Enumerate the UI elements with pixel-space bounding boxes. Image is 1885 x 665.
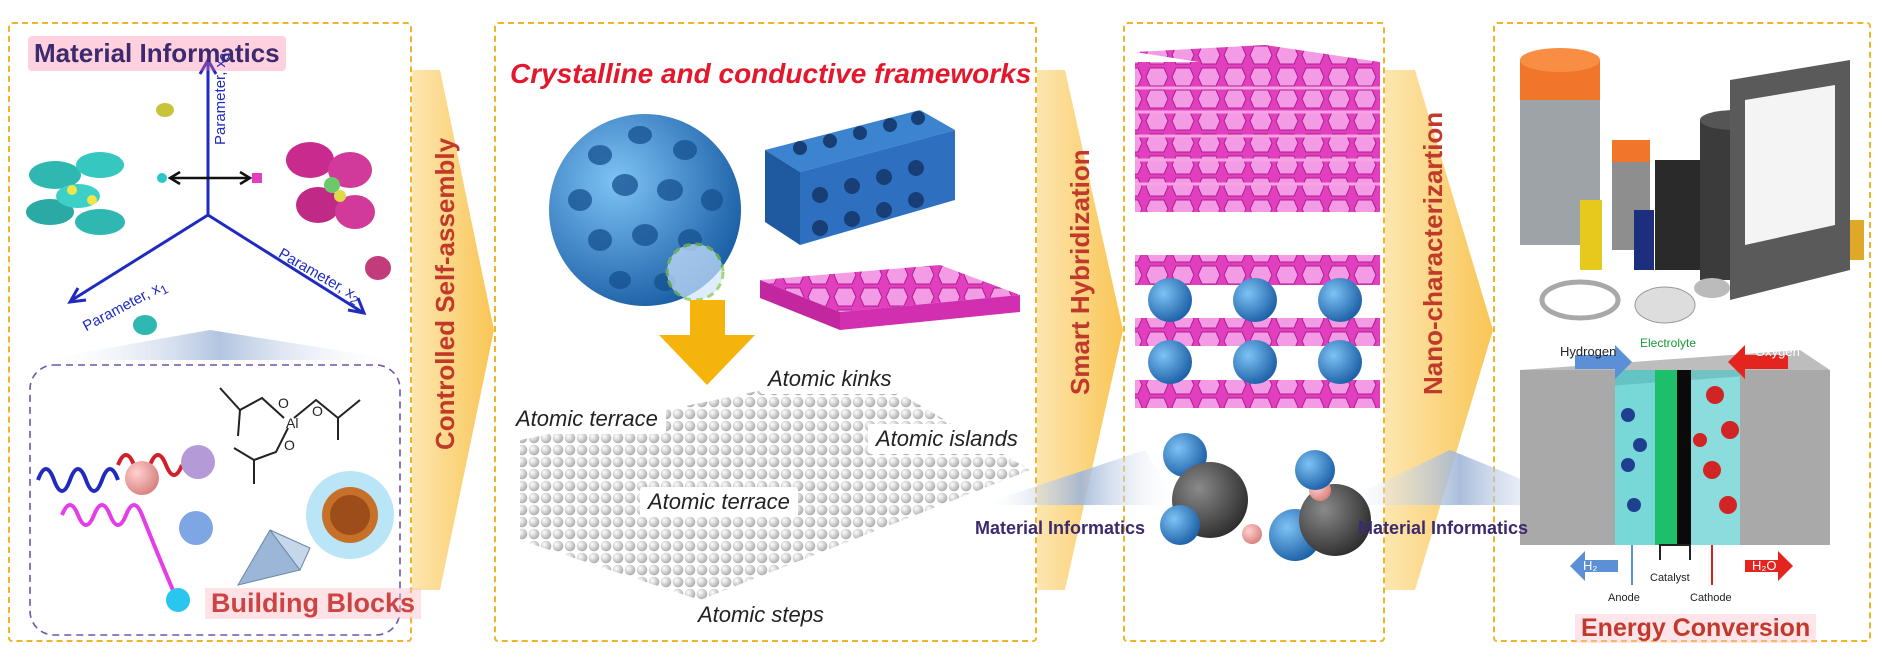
polymer-magenta — [60, 503, 177, 596]
label-self-assembly: Controlled Self-assembly — [430, 137, 460, 450]
label-anode: Anode — [1608, 592, 1640, 604]
arrow-self-assembly — [412, 70, 494, 590]
pink-block — [365, 256, 391, 280]
molecule — [1160, 433, 1371, 561]
label-atomic-steps: Atomic steps — [690, 600, 832, 630]
magenta-cluster — [286, 142, 375, 229]
label-o2: O — [312, 403, 323, 419]
axis-label-x3: Parameter, x3 — [212, 53, 232, 145]
label-catalyst: Catalyst — [1650, 572, 1690, 584]
building-blocks-box — [29, 364, 401, 636]
polymer-end-bead — [166, 588, 190, 612]
label-h2o: H₂O — [1752, 558, 1777, 573]
parameter-axes — [67, 56, 367, 315]
intercalated-layers — [1135, 255, 1380, 408]
arrow-hybridization — [1037, 70, 1123, 590]
magenta-sheet — [760, 265, 1020, 330]
yellow-block — [156, 103, 174, 117]
title-crystalline-frameworks: Crystalline and conductive frameworks — [510, 58, 1032, 89]
porous-sphere — [549, 114, 741, 306]
label-building-blocks: Building Blocks — [205, 588, 422, 619]
label-o1: O — [278, 395, 289, 411]
panel-frameworks — [494, 22, 1037, 642]
label-atomic-terrace-2: Atomic terrace — [640, 487, 798, 517]
blue-sphere-small — [179, 511, 213, 545]
label-atomic-terrace-1: Atomic terrace — [508, 404, 666, 434]
arrow-nano — [1385, 70, 1493, 590]
stacked-layers-top — [1135, 45, 1380, 212]
label-informatics-left: Material Informatics — [975, 518, 1146, 538]
label-cathode: Cathode — [1690, 592, 1732, 604]
teal-block — [133, 315, 157, 335]
purple-sphere — [181, 445, 215, 479]
label-energy-conversion: Energy Conversion — [1575, 614, 1817, 643]
label-o3: O — [284, 437, 295, 453]
blue-block — [765, 110, 955, 245]
panel-building-blocks — [8, 22, 412, 642]
pink-sphere — [125, 461, 159, 495]
informatics-band-left — [980, 450, 1180, 505]
micelle — [306, 471, 394, 559]
label-h2: H₂ — [1583, 558, 1598, 573]
label-hybridization: Smart Hybridization — [1065, 149, 1095, 395]
label-atomic-kinks: Atomic kinks — [760, 364, 900, 394]
label-electrolyte: Electrolyte — [1640, 336, 1697, 350]
label-oxygen: Oxygen — [1755, 344, 1800, 359]
alkoxide-structure — [219, 387, 361, 484]
label-hydrogen: Hydrogen — [1560, 344, 1617, 359]
label-informatics-right: Material Informatics — [1358, 518, 1529, 538]
fuel-cell — [1520, 345, 1830, 585]
batteries — [1520, 48, 1864, 324]
polymer-blue — [36, 467, 120, 493]
label-al: Al — [286, 415, 298, 431]
informatics-band-top — [40, 330, 400, 360]
panel-hybrid — [1123, 22, 1385, 642]
title-material-informatics: Material Informatics — [28, 36, 286, 71]
down-arrow — [659, 300, 755, 385]
label-atomic-islands: Atomic islands — [868, 424, 1026, 454]
panel-energy — [1493, 22, 1871, 642]
label-nano: Nano-characterizartion — [1418, 111, 1448, 395]
cyan-cluster — [26, 152, 125, 235]
